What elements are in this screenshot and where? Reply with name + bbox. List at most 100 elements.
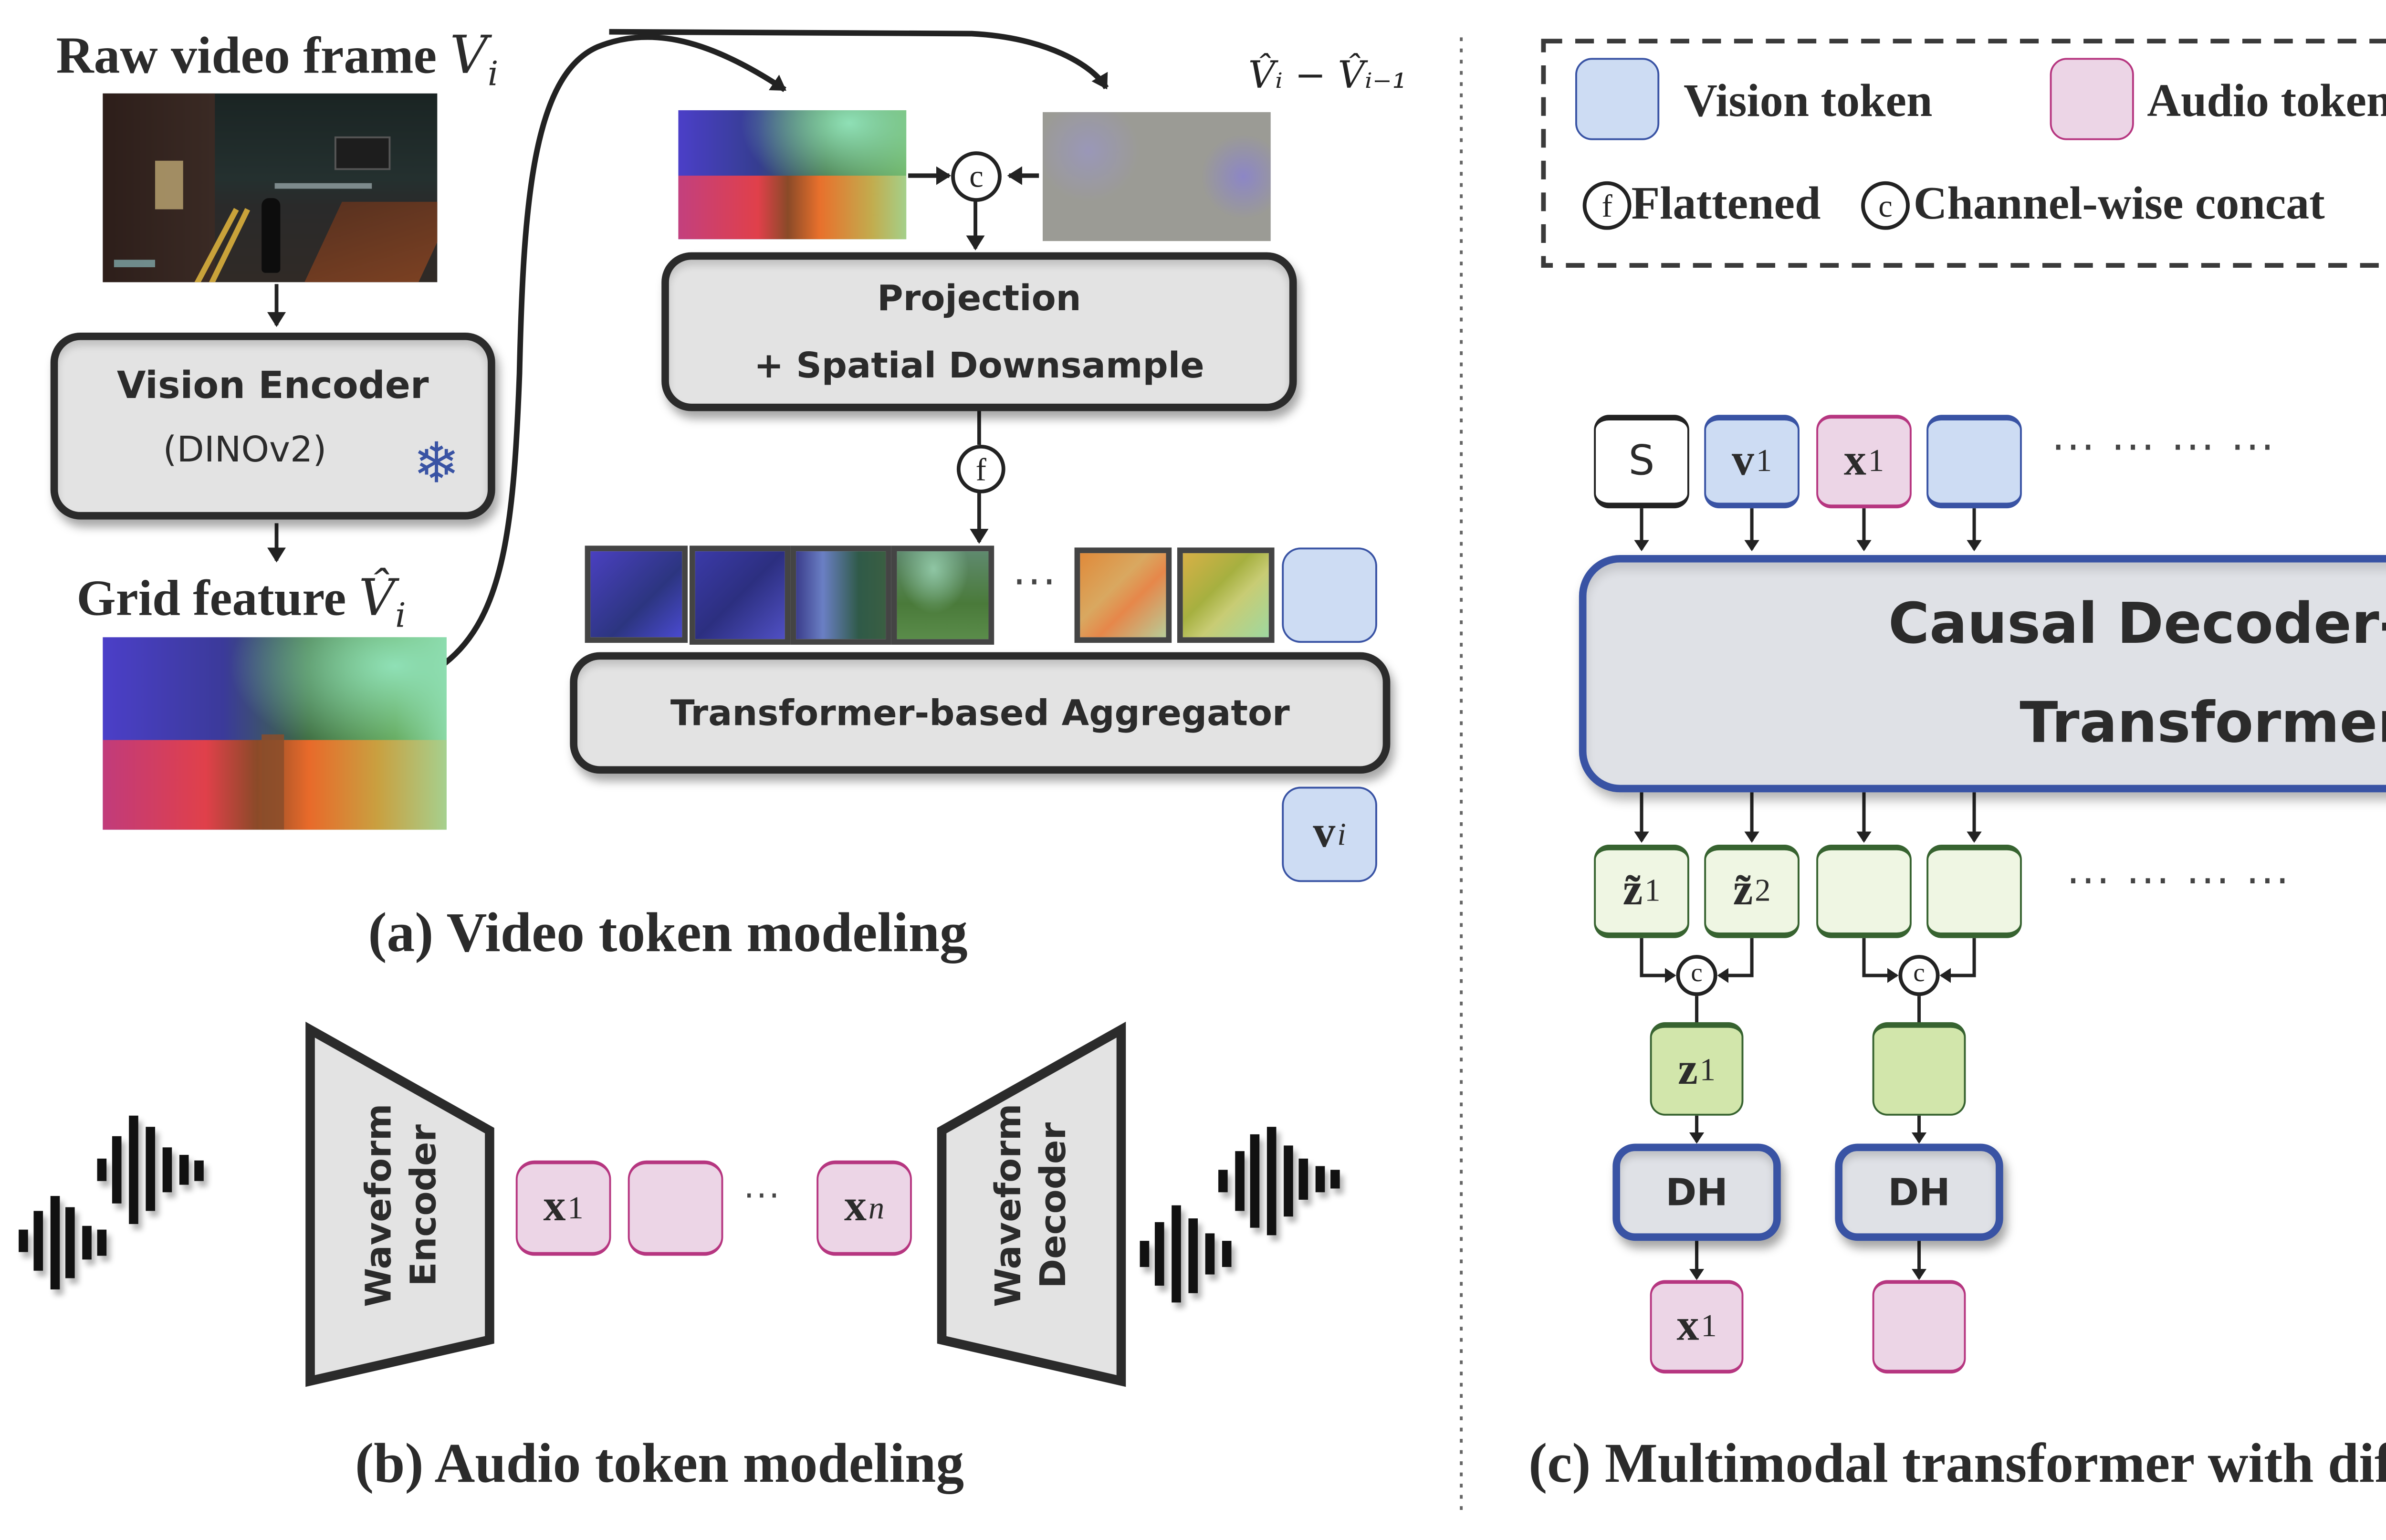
snowflake-icon: ❄ bbox=[413, 433, 460, 495]
audio-output-token-symbol: x bbox=[1676, 1301, 1699, 1351]
fused-token-subscript: 1 bbox=[1699, 1052, 1716, 1088]
hidden-state-token-symbol: z̃ bbox=[1733, 866, 1753, 915]
arrow-hidden-to-concat bbox=[1640, 938, 1676, 983]
caption-multimodal-transformer: (c) Multimodal transformer with diffusio… bbox=[1528, 1433, 2386, 1495]
audio-token-ellipsis: ··· bbox=[743, 1177, 782, 1217]
start-token: S bbox=[1594, 415, 1689, 509]
arrow-grid-to-feature-map bbox=[443, 34, 786, 666]
caption-video-token-modeling: (a) Video token modeling bbox=[368, 902, 968, 964]
aggregator-label: Transformer-based Aggregator bbox=[670, 692, 1290, 733]
hidden-state-token bbox=[1816, 844, 1912, 938]
arrow-hidden-to-concat bbox=[1862, 938, 1899, 983]
legend-flatten-label: Flattened bbox=[1631, 179, 1821, 230]
diffusion-head-block: DH bbox=[1612, 1143, 1781, 1241]
patch-ellipsis: ··· bbox=[1013, 560, 1058, 608]
flatten-symbol: f bbox=[975, 451, 986, 487]
legend-audio-swatch bbox=[2050, 58, 2134, 140]
arrow-hidden-to-concat bbox=[1717, 938, 1754, 983]
audio-token-symbol: x bbox=[543, 1183, 566, 1232]
projection-block: Projection + Spatial Downsample bbox=[661, 252, 1297, 411]
audio-token-symbol: x bbox=[1843, 436, 1866, 485]
raw-frame-label-text: Raw video frame bbox=[56, 28, 437, 86]
fused-token bbox=[1872, 1022, 1966, 1116]
vision-encoder-title: Vision Encoder bbox=[116, 362, 429, 408]
concat-symbol: c bbox=[1691, 960, 1703, 989]
audio-token-symbol: x bbox=[844, 1183, 867, 1232]
encoder-label-line1: Waveform bbox=[358, 1103, 400, 1307]
patch-token bbox=[891, 545, 994, 645]
arrow-hidden-to-concat bbox=[1939, 938, 1976, 983]
vision-encoder-subtitle: (DINOv2) bbox=[163, 430, 327, 471]
grid-feature-image bbox=[103, 637, 447, 830]
concat-icon: c bbox=[951, 151, 1002, 202]
waveform-decoder-block bbox=[937, 1021, 1126, 1387]
grid-feature-label-text: Grid feature bbox=[76, 570, 346, 626]
legend-border bbox=[1541, 39, 2386, 268]
legend-concat-symbol: c bbox=[1878, 188, 1893, 223]
hidden-state-token bbox=[1926, 844, 2022, 938]
concat-icon: c bbox=[1676, 954, 1717, 996]
concat-symbol: c bbox=[1913, 960, 1925, 989]
grid-feature-symbol: V̂ bbox=[358, 570, 396, 628]
concat-symbol: c bbox=[969, 158, 984, 195]
hidden-state-token: z̃2 bbox=[1704, 844, 1800, 938]
encoder-label-line2: Encoder bbox=[403, 1124, 445, 1287]
legend-concat-icon: c bbox=[1861, 181, 1910, 230]
audio-token bbox=[628, 1160, 723, 1256]
legend-flatten-icon: f bbox=[1582, 181, 1632, 230]
flatten-icon: f bbox=[956, 444, 1005, 493]
legend-audio-label: Audio token bbox=[2147, 76, 2386, 127]
start-token-symbol: S bbox=[1628, 438, 1655, 485]
hidden-state-token-symbol: z̃ bbox=[1622, 866, 1643, 915]
projection-title: Projection bbox=[877, 277, 1081, 319]
transformer-title-line1: Causal Decoder-only bbox=[1888, 591, 2386, 657]
patch-token bbox=[689, 545, 791, 645]
hidden-state-token-subscript: 1 bbox=[1644, 872, 1661, 909]
waveform-decoder-label: Waveform Decoder bbox=[987, 1104, 1077, 1307]
patch-token bbox=[1177, 547, 1275, 643]
hidden-token-ellipsis: ··· ··· ··· ··· bbox=[2066, 859, 2291, 907]
difference-map-image bbox=[1043, 112, 1271, 241]
waveform-encoder-block bbox=[305, 1021, 494, 1387]
patch-token bbox=[585, 545, 688, 643]
waveform-encoder-label: Waveform Encoder bbox=[357, 1104, 447, 1307]
diffusion-head-label: DH bbox=[1665, 1170, 1728, 1215]
vision-token-subscript: 1 bbox=[1756, 443, 1772, 479]
decoder-label-line1: Waveform bbox=[988, 1103, 1030, 1307]
legend-vision-label: Vision token bbox=[1684, 76, 1933, 127]
grid-feature-label: Grid feature V̂i bbox=[77, 570, 406, 636]
audio-token-subscript: n bbox=[868, 1189, 885, 1225]
legend-concat-label: Channel-wise concat bbox=[1913, 179, 2325, 230]
diffusion-head-label: DH bbox=[1888, 1170, 1950, 1215]
aggregator-query-token bbox=[1282, 547, 1377, 643]
decoder-label-line2: Decoder bbox=[1033, 1122, 1075, 1289]
arrow-grid-to-difference-map bbox=[609, 29, 1109, 90]
grid-feature-subscript: i bbox=[395, 597, 406, 636]
audio-token-subscript: 1 bbox=[567, 1189, 584, 1225]
vision-token bbox=[1926, 415, 2022, 509]
vision-token-symbol: v bbox=[1731, 436, 1754, 485]
raw-frame-subscript: i bbox=[487, 55, 499, 95]
input-token-ellipsis: ··· ··· ··· ··· bbox=[2051, 426, 2276, 473]
raw-frame-label: Raw video frame Vi bbox=[56, 24, 498, 94]
legend-vision-swatch bbox=[1575, 58, 1660, 140]
video-output-symbol: v bbox=[1313, 809, 1336, 858]
raw-video-frame-image bbox=[103, 93, 438, 283]
concat-icon: c bbox=[1898, 954, 1940, 996]
raw-frame-symbol: V bbox=[450, 24, 488, 86]
aggregator-block: Transformer-based Aggregator bbox=[570, 652, 1391, 774]
caption-audio-token-modeling: (b) Audio token modeling bbox=[355, 1433, 964, 1495]
legend-flatten-symbol: f bbox=[1601, 188, 1612, 223]
difference-label: V̂ᵢ − V̂ᵢ₋₁ bbox=[1248, 52, 1407, 97]
patch-token bbox=[790, 545, 891, 645]
audio-output-token bbox=[1872, 1280, 1966, 1374]
video-output-subscript: i bbox=[1337, 816, 1346, 851]
hidden-state-token: z̃1 bbox=[1594, 844, 1689, 938]
